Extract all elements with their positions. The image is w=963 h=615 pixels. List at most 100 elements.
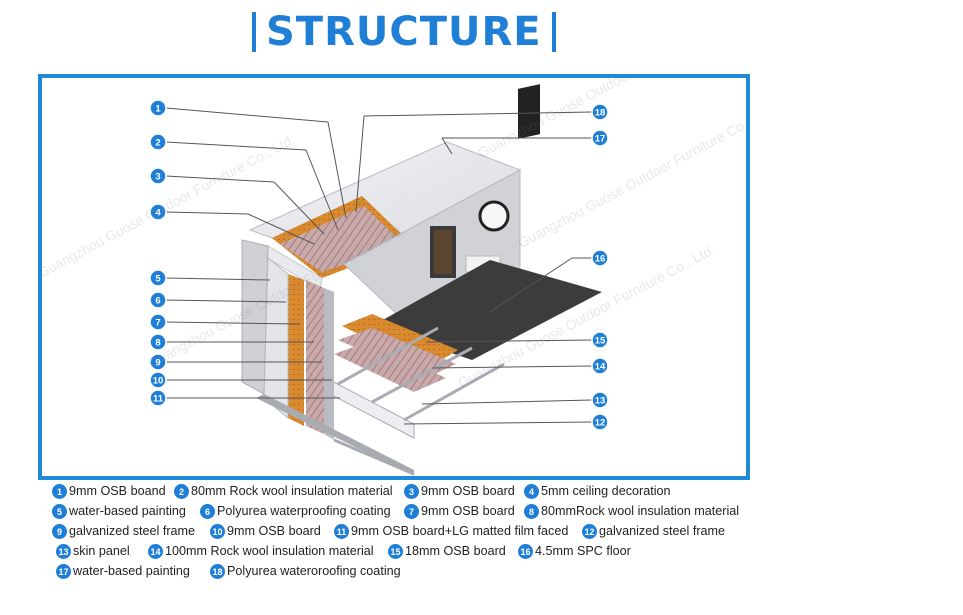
callout-number: 1 <box>155 104 161 115</box>
callout-number: 4 <box>155 208 161 219</box>
floor-wool-layer <box>338 328 456 378</box>
callout-number: 2 <box>155 138 160 149</box>
legend-badge: 10 <box>210 524 225 539</box>
left-wall-osb <box>288 274 304 426</box>
left-wall-outer <box>241 239 269 395</box>
callout-badge-12: 12 <box>591 413 609 431</box>
legend-badge: 7 <box>404 504 419 519</box>
legend-label: 9mm OSB board+LG matted film faced <box>351 524 569 538</box>
legend-label: 4.5mm SPC floor <box>535 544 631 558</box>
legend-label: galvanized steel frame <box>599 524 726 538</box>
base-frame <box>256 394 414 476</box>
legend-label: 9mm OSB board <box>421 484 515 498</box>
legend-label: Polyurea wateroroofing coating <box>227 564 401 578</box>
page-title: STRUCTURE <box>266 9 542 55</box>
callout-badge-6: 6 <box>149 291 167 309</box>
floor-wool-layer-2 <box>334 342 446 392</box>
legend-badge: 9 <box>52 524 67 539</box>
callout-number: 13 <box>595 396 606 407</box>
callout-badge-16: 16 <box>591 249 609 267</box>
callout-number: 8 <box>155 338 160 349</box>
legend-badge: 16 <box>518 544 533 559</box>
air-conditioner <box>518 84 540 139</box>
callout-badge-1: 1 <box>149 99 167 117</box>
legend-badge: 17 <box>56 564 71 579</box>
legend-badge: 6 <box>200 504 215 519</box>
legend-badge: 5 <box>52 504 67 519</box>
legend-label: water-based painting <box>73 564 190 578</box>
leader-lines <box>165 107 593 425</box>
legend-label: galvanized steel frame <box>69 524 196 538</box>
legend-badge: 14 <box>148 544 163 559</box>
legend-label: 9mm OSB board <box>227 524 321 538</box>
callout-badge-7: 7 <box>149 313 167 331</box>
door-glass <box>434 230 452 274</box>
spc-floor <box>372 260 602 360</box>
callout-badge-10: 10 <box>149 371 167 389</box>
callout-number: 18 <box>595 108 606 119</box>
callout-number: 6 <box>155 296 160 307</box>
callout-number: 11 <box>153 394 164 405</box>
callout-badge-9: 9 <box>149 353 167 371</box>
callout-number: 5 <box>155 274 161 285</box>
callout-number: 17 <box>595 134 606 145</box>
callout-number: 9 <box>155 358 160 369</box>
callout-badge-3: 3 <box>149 167 167 185</box>
callout-number: 12 <box>595 418 606 429</box>
callout-number: 10 <box>153 376 164 387</box>
callout-badge-4: 4 <box>149 203 167 221</box>
mirror <box>478 200 510 232</box>
left-wall-wool <box>306 280 324 434</box>
legend-badge: 18 <box>210 564 225 579</box>
callout-number: 3 <box>155 172 160 183</box>
legend-badge: 4 <box>524 484 539 499</box>
legend-label: water-based painting <box>69 504 186 518</box>
callout-badge-2: 2 <box>149 133 167 151</box>
callout-badge-13: 13 <box>591 391 609 409</box>
callout-number: 16 <box>595 254 606 265</box>
legend-badge: 15 <box>388 544 403 559</box>
legend-label: 9mm OSB board <box>421 504 515 518</box>
legend-badge: 1 <box>52 484 67 499</box>
legend-label: 18mm OSB board <box>405 544 506 558</box>
callout-badge-5: 5 <box>149 269 167 287</box>
left-wall-steel <box>324 288 334 440</box>
callout-badge-8: 8 <box>149 333 167 351</box>
callout-badge-11: 11 <box>149 389 167 407</box>
legend-label: 80mm Rock wool insulation material <box>191 484 393 498</box>
callout-number: 7 <box>155 318 160 329</box>
callout-number: 15 <box>595 336 606 347</box>
legend-label: Polyurea waterproofing coating <box>217 504 391 518</box>
left-wall-inner <box>263 256 289 420</box>
callout-number: 14 <box>595 362 606 373</box>
legend-label: skin panel <box>73 544 130 558</box>
roof-wool-layer <box>280 206 404 272</box>
legend-badge: 3 <box>404 484 419 499</box>
title-bar-left <box>252 12 256 52</box>
callout-badge-18: 18 <box>591 103 609 121</box>
legend-badge: 12 <box>582 524 597 539</box>
title-bar-right <box>551 12 556 52</box>
legend-label: 100mm Rock wool insulation material <box>165 544 374 558</box>
callout-badge-15: 15 <box>591 331 609 349</box>
